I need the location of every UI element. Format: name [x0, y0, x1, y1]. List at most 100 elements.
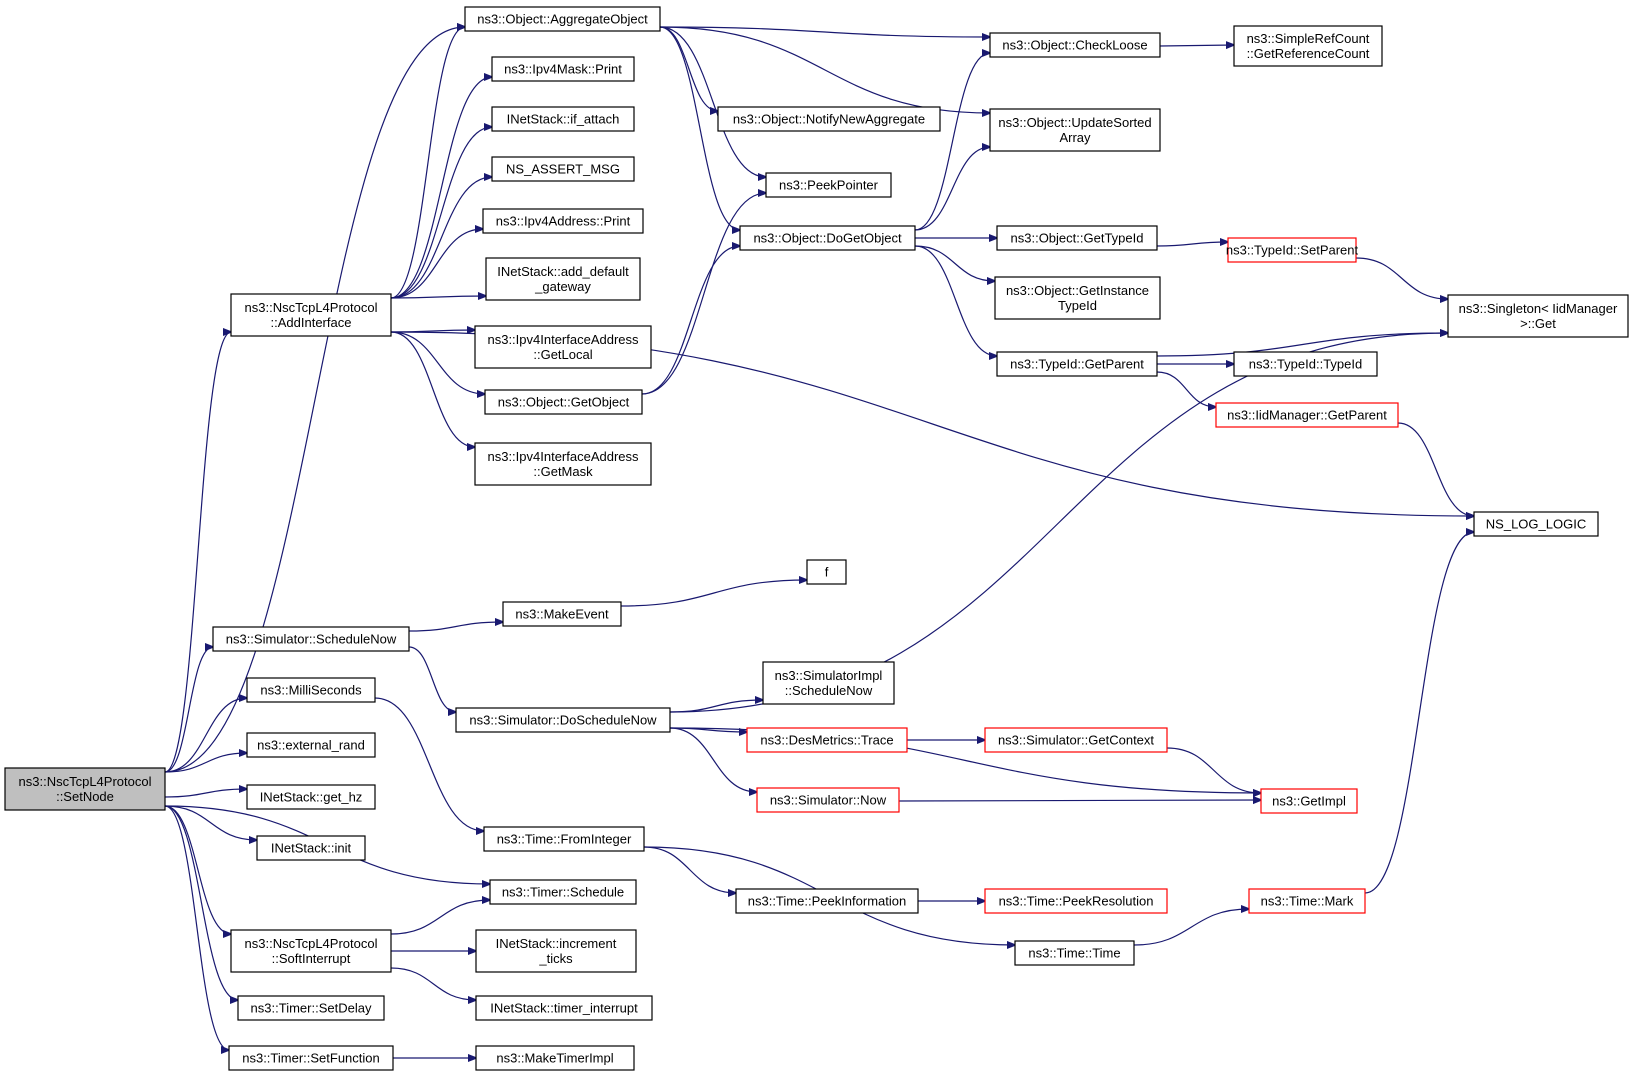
node-implsched[interactable]: ns3::SimulatorImpl::ScheduleNow [762, 661, 895, 705]
node-getmask[interactable]: ns3::Ipv4InterfaceAddress::GetMask [474, 442, 652, 486]
node-timersched[interactable]: ns3::Timer::Schedule [489, 879, 637, 905]
node-label: ns3::Simulator::ScheduleNow [226, 632, 397, 647]
node-iidgetparent[interactable]: ns3::IidManager::GetParent [1215, 402, 1399, 428]
edge-dogetobj-to-tidgetparent [914, 245, 997, 356]
node-checkloose[interactable]: ns3::Object::CheckLoose [989, 32, 1161, 58]
node-incticks[interactable]: INetStack::increment_ticks [475, 929, 637, 973]
edge-getobject-to-peekptr [641, 193, 766, 395]
node-label: _gateway [534, 279, 591, 294]
node-peekptr[interactable]: ns3::PeekPointer [765, 172, 892, 198]
node-box [1473, 511, 1599, 537]
node-setdelay[interactable]: ns3::Timer::SetDelay [237, 995, 385, 1021]
node-refcount[interactable]: ns3::SimpleRefCount::GetReferenceCount [1233, 25, 1383, 67]
node-millis[interactable]: ns3::MilliSeconds [246, 677, 376, 703]
node-timemark[interactable]: ns3::Time::Mark [1248, 888, 1366, 914]
node-label: ns3::MilliSeconds [260, 683, 362, 698]
node-singleton[interactable]: ns3::Singleton< IidManager>::Get [1447, 294, 1629, 338]
node-assert[interactable]: NS_ASSERT_MSG [491, 156, 635, 182]
node-peekres[interactable]: ns3::Time::PeekResolution [984, 888, 1168, 914]
node-label: ns3::Timer::SetFunction [242, 1051, 380, 1066]
node-simnow[interactable]: ns3::Simulator::Now [756, 787, 900, 813]
node-box [491, 56, 635, 82]
node-addrprint[interactable]: ns3::Ipv4Address::Print [482, 208, 644, 234]
node-box [1233, 351, 1378, 377]
node-label: ns3::SimpleRefCount [1247, 31, 1370, 46]
node-box [256, 835, 366, 861]
node-label: ns3::Object::UpdateSorted [998, 115, 1151, 130]
node-dogetobj[interactable]: ns3::Object::DoGetObject [739, 225, 916, 251]
node-label: >::Get [1520, 316, 1556, 331]
node-label: ns3::TypeId::TypeId [1249, 357, 1362, 372]
node-gethz[interactable]: INetStack::get_hz [246, 784, 376, 810]
edge-tidgetparent-to-iidgetparent [1156, 371, 1216, 407]
node-label: ns3::Ipv4InterfaceAddress [487, 449, 639, 464]
node-label: ns3::Simulator::Now [770, 793, 887, 808]
node-nslog[interactable]: NS_LOG_LOGIC [1473, 511, 1599, 537]
node-setfunc[interactable]: ns3::Timer::SetFunction [228, 1045, 394, 1071]
node-box [996, 225, 1158, 251]
node-f[interactable]: f [806, 559, 847, 585]
node-getlocal[interactable]: ns3::Ipv4InterfaceAddress::GetLocal [474, 325, 652, 369]
node-peekinfo[interactable]: ns3::Time::PeekInformation [735, 888, 919, 914]
node-setparent[interactable]: ns3::TypeId::SetParent [1226, 237, 1359, 263]
node-label: ns3::SimulatorImpl [775, 668, 883, 683]
node-typeidctor[interactable]: ns3::TypeId::TypeId [1233, 351, 1378, 377]
edge-timemark-to-nslog [1364, 532, 1474, 894]
node-label: ns3::Singleton< IidManager [1459, 301, 1618, 316]
edge-aggregate-to-updsorted [659, 26, 990, 113]
node-box [474, 325, 652, 369]
node-setnode[interactable]: ns3::NscTcpL4Protocol::SetNode [4, 767, 166, 811]
node-gettypeid[interactable]: ns3::Object::GetTypeId [996, 225, 1158, 251]
edge-setnode-to-gethz [164, 789, 247, 798]
node-notify[interactable]: ns3::Object::NotifyNewAggregate [717, 106, 941, 132]
node-ifattach[interactable]: INetStack::if_attach [491, 106, 635, 132]
node-label: TypeId [1058, 298, 1097, 313]
node-getcontext[interactable]: ns3::Simulator::GetContext [984, 727, 1168, 753]
node-box [246, 784, 376, 810]
node-maketimer[interactable]: ns3::MakeTimerImpl [475, 1045, 635, 1071]
node-box [230, 929, 392, 973]
node-label: ns3::Object::CheckLoose [1002, 38, 1147, 53]
node-maskprint[interactable]: ns3::Ipv4Mask::Print [491, 56, 635, 82]
node-timetime[interactable]: ns3::Time::Time [1014, 940, 1135, 966]
node-extrand[interactable]: ns3::external_rand [246, 732, 376, 758]
node-box [455, 707, 671, 733]
node-box [475, 929, 637, 973]
node-box [475, 1045, 635, 1071]
node-label: _ticks [538, 951, 573, 966]
node-timerint[interactable]: INetStack::timer_interrupt [475, 995, 653, 1021]
node-getobject[interactable]: ns3::Object::GetObject [484, 389, 643, 415]
edge-setnode-to-extrand [164, 753, 247, 773]
node-label: ns3::Simulator::DoScheduleNow [469, 713, 657, 728]
node-label: ns3::IidManager::GetParent [1227, 408, 1387, 423]
node-box [485, 257, 641, 301]
node-label: ns3::Ipv4Mask::Print [504, 62, 622, 77]
node-label: ns3::TypeId::SetParent [1226, 243, 1359, 258]
edge-checkloose-to-refcount [1159, 45, 1234, 46]
node-label: INetStack::timer_interrupt [490, 1001, 638, 1016]
node-label: ::GetReferenceCount [1247, 46, 1370, 61]
node-addiface[interactable]: ns3::NscTcpL4Protocol::AddInterface [230, 293, 392, 337]
node-label: ::SoftInterrupt [272, 951, 351, 966]
node-box [4, 767, 166, 811]
node-label: ns3::external_rand [257, 738, 365, 753]
node-box [1227, 237, 1357, 263]
edge-setnode-to-init [164, 805, 257, 840]
node-softint[interactable]: ns3::NscTcpL4Protocol::SoftInterrupt [230, 929, 392, 973]
node-doschednow[interactable]: ns3::Simulator::DoScheduleNow [455, 707, 671, 733]
node-destrace[interactable]: ns3::DesMetrics::Trace [746, 727, 908, 753]
node-fromint[interactable]: ns3::Time::FromInteger [483, 826, 645, 852]
edge-dogetobj-to-getinsttid [914, 245, 995, 281]
node-getimpl[interactable]: ns3::GetImpl [1260, 788, 1358, 814]
edge-setnode-to-setdelay [164, 805, 238, 1000]
node-aggregate[interactable]: ns3::Object::AggregateObject [464, 6, 661, 32]
node-label: ns3::Object::GetInstance [1006, 283, 1149, 298]
node-makeevent[interactable]: ns3::MakeEvent [502, 601, 622, 627]
node-adddefgw[interactable]: INetStack::add_default_gateway [485, 257, 641, 301]
node-schednow[interactable]: ns3::Simulator::ScheduleNow [212, 626, 410, 652]
node-tidgetparent[interactable]: ns3::TypeId::GetParent [996, 351, 1158, 377]
node-init[interactable]: INetStack::init [256, 835, 366, 861]
node-box [735, 888, 919, 914]
